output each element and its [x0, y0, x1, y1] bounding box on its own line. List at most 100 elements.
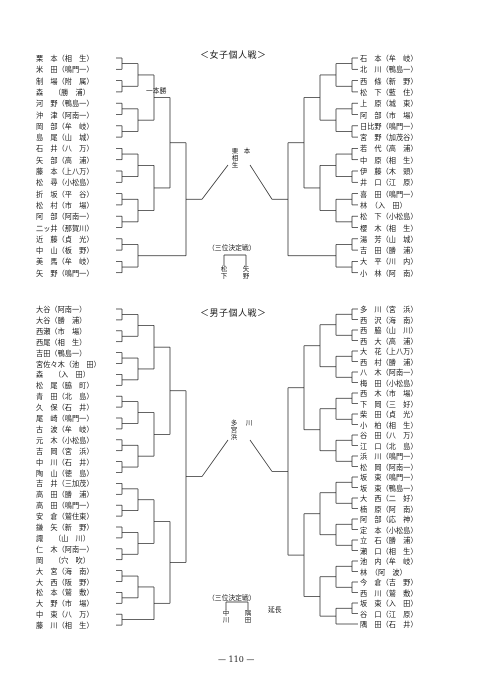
entrant-name: 下 岡（三 好）: [360, 399, 418, 409]
entrant-name: 近 藤（貞 光）: [36, 234, 94, 244]
entrant-name: 元 木（小松島）: [36, 435, 94, 445]
entrant-name: 梅 田（小松島）: [360, 378, 418, 388]
entrant-name: 尾 崎（鳴門一）: [36, 414, 94, 423]
entrant-name: 大谷（阿南一）: [36, 305, 87, 314]
entrant-name: 森 （入 田）: [36, 370, 90, 380]
entrant-name: 松 尋（小松島）: [36, 178, 94, 188]
entrant-name: 仁 木（阿南一）: [36, 544, 94, 554]
entrant-name: 日比野（鳴門一）: [360, 121, 418, 131]
entrant-name: 大 西（阪 野）: [36, 577, 94, 587]
men-final-left: 多宮浜: [230, 419, 238, 441]
women-final-left: 栗 相生: [231, 147, 239, 169]
entrant-name: 沖 津（阿南一）: [36, 110, 94, 120]
entrant-name: 藤 本（上八万）: [36, 167, 94, 176]
entrant-name: 大 西（二 好）: [360, 494, 418, 503]
entrant-name: 西 大（高 浦）: [360, 336, 418, 346]
entrant-name: 今 倉（吉 野）: [360, 578, 418, 587]
entrant-name: 中 原（相 生）: [360, 155, 418, 165]
entrant-name: 松 本（鷲 敷）: [36, 588, 94, 598]
entrant-name: 西 條（新 野）: [360, 76, 418, 86]
entrant-name: 中 山（板 野）: [36, 246, 94, 256]
entrant-name: 江 口（北 島）: [360, 441, 418, 451]
women-title: ＜女子個人戦＞: [200, 51, 267, 61]
entrant-name: 安 倉（鷲住東）: [36, 512, 94, 522]
entrant-name: 宮佐々木（池 田）: [36, 359, 101, 369]
men-third-place-label: （三位決定戦）: [208, 594, 256, 602]
entrant-name: 森 （勝 浦）: [36, 87, 90, 97]
entrant-name: 岡 部（牟 岐）: [36, 121, 94, 131]
women-third-place-label: （三位決定戦）: [208, 244, 256, 252]
entrant-name: 河 野（鴨島一）: [36, 99, 94, 109]
entrant-name: 松 村（市 場）: [36, 200, 94, 210]
entrant-name: 宮 野（加茂谷）: [360, 133, 418, 143]
entrant-name: 松 尾（脇 町）: [36, 381, 94, 391]
entrant-name: 陶 山（徳 島）: [36, 468, 94, 478]
bracket-line: [249, 164, 273, 200]
entrant-name: 定 本（小松島）: [360, 525, 418, 535]
entrant-name: 坂 東（鴨島一）: [360, 483, 418, 493]
entrant-name: 坂 東（鳴門一）: [360, 473, 418, 482]
entrant-name: 北 川（鴨島一）: [360, 65, 418, 75]
entrant-name: 谷 田（八 万）: [360, 431, 418, 440]
entrant-name: 松 岡（阿南一）: [360, 462, 418, 472]
women-third-right: 矢野: [242, 265, 250, 280]
entrant-name: 諏 （山 川）: [36, 533, 90, 543]
men-third-right: 隅田: [244, 609, 252, 624]
entrant-name: 岡 （穴 吹）: [36, 555, 90, 565]
entrant-name: 櫻 木（相 生）: [360, 223, 418, 233]
entrant-name: 楠 原（阿 南）: [360, 504, 418, 514]
entrant-name: 西瀬（市 場）: [36, 326, 87, 336]
entrant-name: 上 原（城 東）: [360, 99, 418, 109]
entrant-name: 藤 川（相 生）: [36, 621, 94, 631]
bracket-line: [201, 164, 229, 200]
entrant-name: 矢 野（鳴門一）: [36, 268, 94, 278]
entrant-name: 松 下（小松島）: [360, 212, 418, 222]
entrant-name: 西 村（勝 浦）: [360, 357, 418, 367]
page-number: — 110 —: [218, 655, 255, 664]
entrant-name: 小 林（阿 南）: [360, 268, 418, 278]
entrant-name: 米 田（鳴門一）: [36, 65, 94, 75]
entrant-name: 小 柏（相 生）: [360, 420, 418, 430]
entrant-name: 中 川（石 井）: [36, 457, 94, 467]
entrant-name: 大谷（勝 浦）: [36, 315, 87, 325]
entrant-name: 林 （入 田）: [360, 200, 407, 210]
entrant-name: 吉 井（三加茂）: [36, 479, 94, 489]
entrant-name: 古 波（牟 岐）: [36, 424, 94, 434]
entrant-name: 立 石（勝 浦）: [360, 536, 418, 545]
entrant-name: 井 口（江 原）: [360, 178, 418, 188]
entrant-name: 石 本（牟 岐）: [360, 54, 418, 63]
entrant-name: 矢 部（高 浦）: [36, 155, 94, 165]
entrant-name: 大 平（川 内）: [360, 257, 418, 267]
entrant-name: 中 東（八 万）: [36, 610, 94, 620]
men-final-right: 川: [245, 419, 253, 427]
entrant-name: 西尾（相 生）: [36, 337, 87, 347]
entrant-name: 伊 藤（木 頭）: [360, 167, 418, 176]
entrant-name: 大 宮（海 南）: [36, 566, 94, 576]
entrant-name: 西 川（鷲 敷）: [360, 588, 418, 598]
entrant-name: 阿 部（阿南一）: [36, 212, 94, 222]
entrant-name: 阿 部（市 場）: [360, 110, 418, 120]
entrant-name: 池 内（牟 岐）: [360, 557, 418, 566]
entrant-name: 隅 田（石 井）: [360, 620, 418, 629]
entrant-name: 鎌 矢（新 野）: [36, 523, 94, 532]
men-title: ＜男子個人戦＞: [200, 309, 267, 319]
ippon-label: 一本勝: [146, 87, 167, 95]
entrant-name: 若 代（高 浦）: [360, 144, 418, 154]
entrant-name: 瀬 口（相 生）: [360, 546, 418, 556]
entrant-name: 浜 川（鳴門一）: [360, 452, 418, 461]
entrant-name: 吉 岡（宮 浜）: [36, 446, 94, 456]
entrant-name: 石 井（八 万）: [36, 144, 94, 154]
entrant-name: 柴 田（貞 光）: [360, 410, 418, 419]
entrant-name: 青 田（北 島）: [36, 392, 94, 402]
entrant-name: 八 木（阿南一）: [360, 368, 418, 377]
entrant-name: 大 花（上八万）: [360, 347, 418, 356]
entrant-name: 松 下（藍 住）: [360, 87, 418, 97]
entrant-name: 谷 口（江 原）: [360, 609, 418, 619]
entrant-name: 吉 田（勝 浦）: [360, 246, 418, 256]
entrant-name: 林 （阿 波）: [360, 567, 407, 577]
women-third-left: 松下: [220, 265, 228, 280]
entrant-name: 坂 東（入 田）: [360, 599, 418, 608]
entrant-name: 西 木（市 場）: [360, 389, 418, 398]
entrant-name: 吉田（鴨島一）: [36, 348, 87, 358]
